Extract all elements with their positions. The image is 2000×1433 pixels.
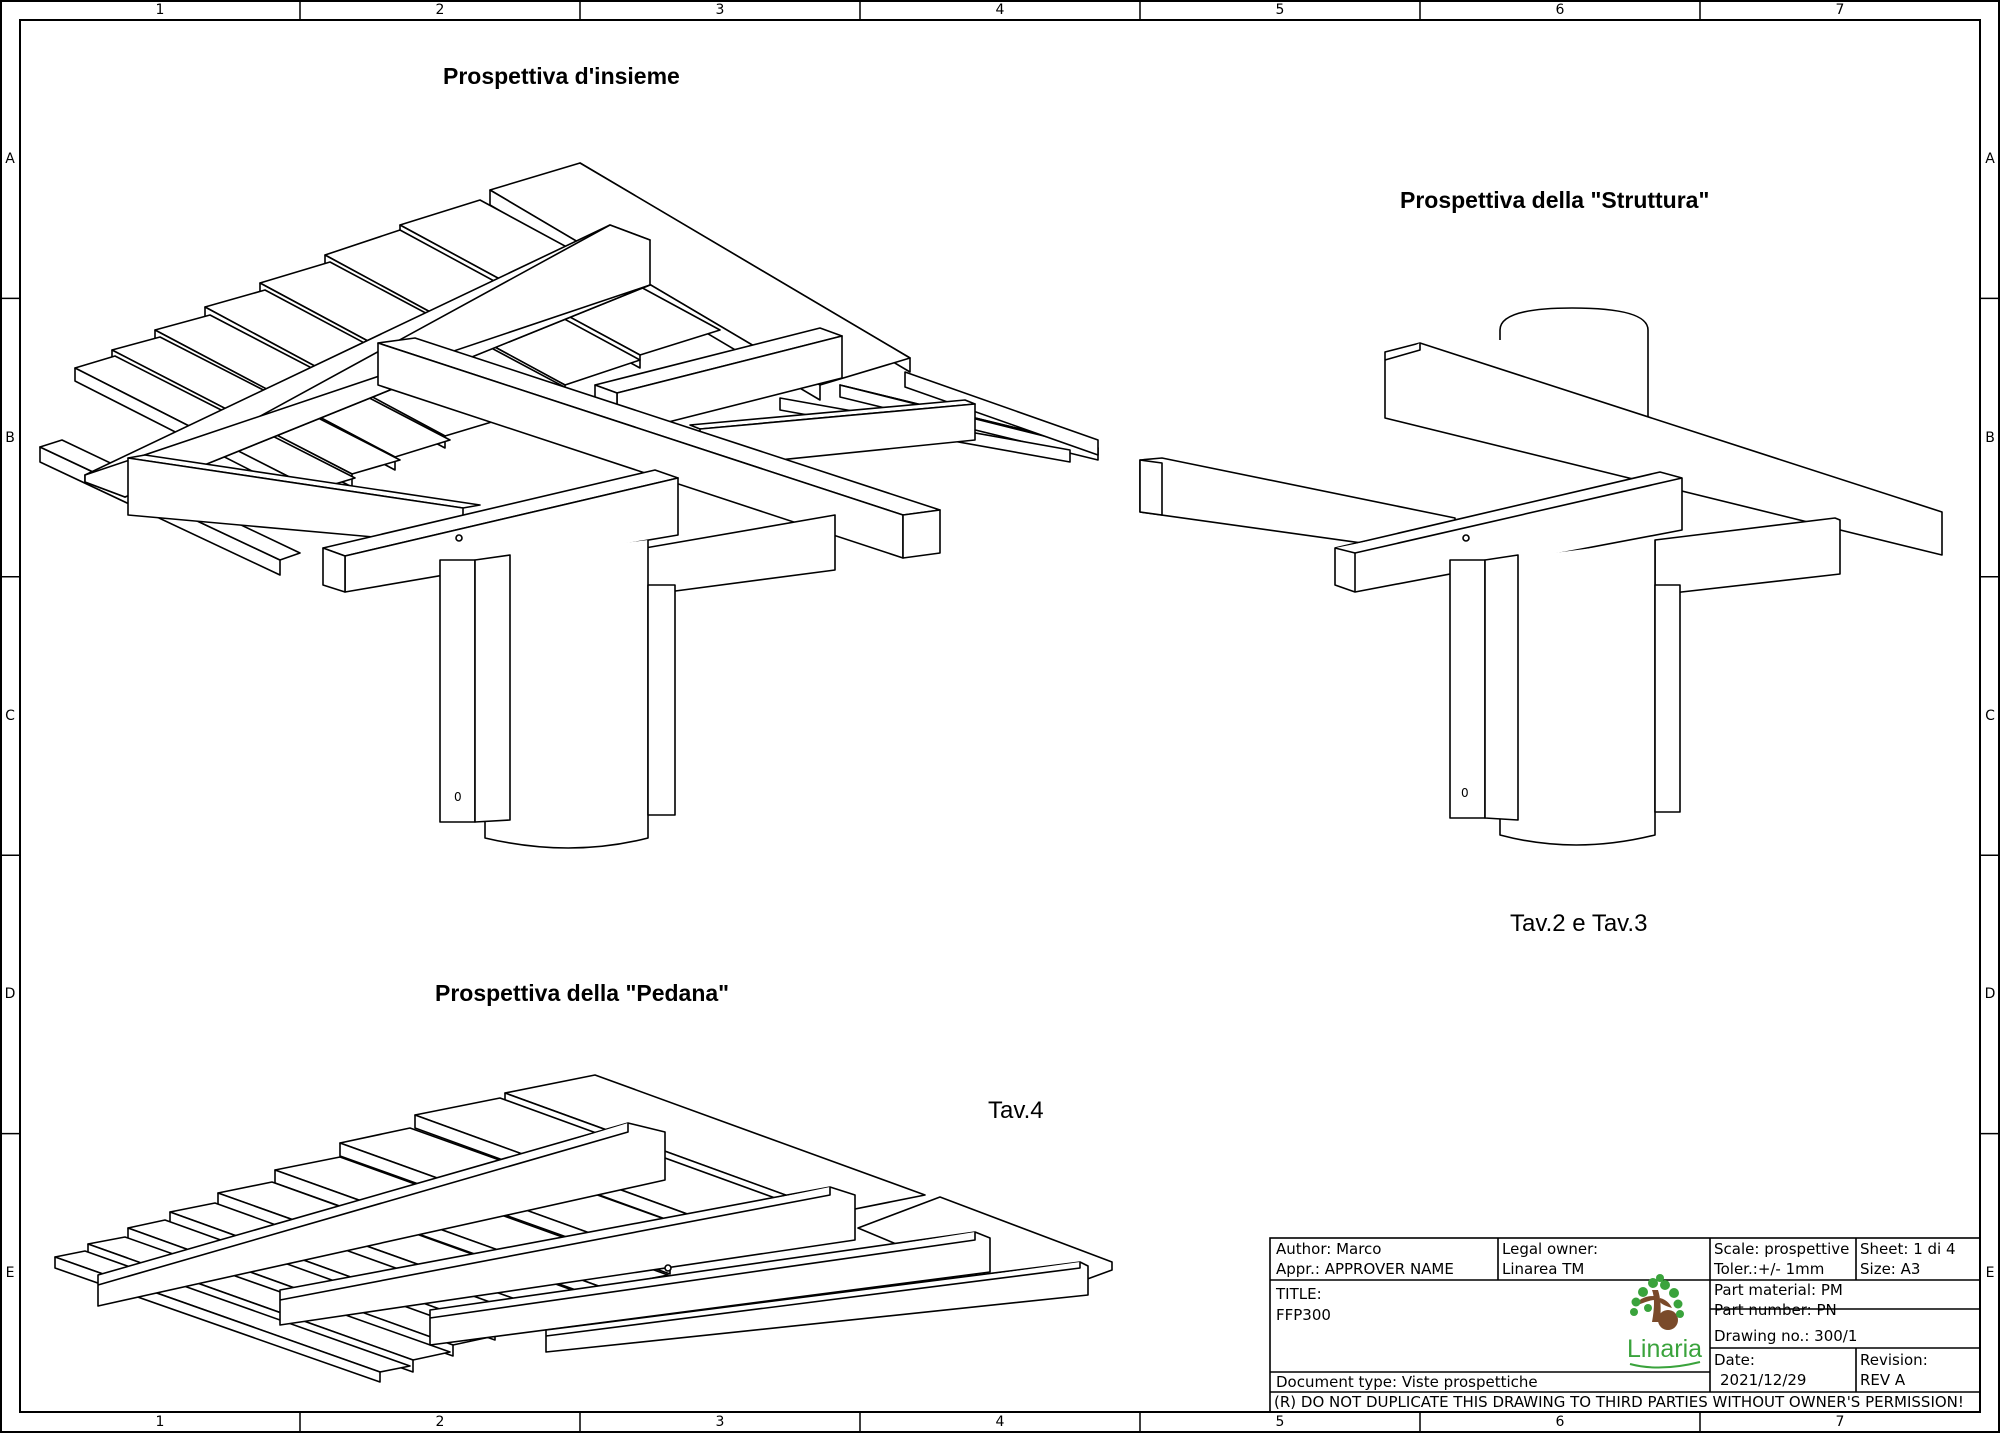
size-field: Size: A3 bbox=[1860, 1260, 1920, 1278]
structure-sheet-reference: Tav.2 e Tav.3 bbox=[1510, 910, 1648, 937]
date-label: Date: bbox=[1714, 1351, 1755, 1369]
structure-perspective-drawing: 0 bbox=[1139, 307, 1943, 846]
date-value: 2021/12/29 bbox=[1720, 1371, 1807, 1389]
author-field: Author: Marco bbox=[1276, 1240, 1381, 1258]
structure-hole-label: 0 bbox=[1461, 786, 1469, 800]
approver-label: Appr.: bbox=[1276, 1260, 1320, 1278]
column-label-bottom: 1 bbox=[155, 1414, 165, 1430]
row-label-left: B bbox=[5, 429, 15, 446]
row-label-right: A bbox=[1985, 151, 1995, 168]
title-label: TITLE: bbox=[1276, 1285, 1322, 1303]
column-label-top: 7 bbox=[1835, 2, 1845, 18]
platform-view-title: Prospettiva della "Pedana" bbox=[435, 980, 730, 1006]
scale-field: Scale: prospettive bbox=[1714, 1240, 1849, 1258]
column-label-bottom: 7 bbox=[1835, 1414, 1845, 1430]
size-label: Size: bbox=[1860, 1260, 1896, 1278]
part-material-value: PM bbox=[1820, 1281, 1843, 1299]
column-label-top: 6 bbox=[1555, 2, 1565, 18]
size-value: A3 bbox=[1900, 1260, 1921, 1278]
legal-owner-value: Linarea TM bbox=[1502, 1260, 1585, 1278]
column-label-top: 4 bbox=[995, 2, 1005, 18]
row-label-right: C bbox=[1985, 708, 1995, 724]
structure-view-title: Prospettiva della "Struttura" bbox=[1400, 187, 1710, 213]
part-number-value: PN bbox=[1816, 1301, 1837, 1319]
drawing-number-label: Drawing no.: bbox=[1714, 1327, 1810, 1345]
tolerance-value: +/- 1mm bbox=[1757, 1260, 1825, 1278]
column-label-top: 3 bbox=[715, 2, 725, 18]
part-number-label: Part number: bbox=[1714, 1301, 1812, 1319]
approver-value: APPROVER NAME bbox=[1324, 1260, 1454, 1278]
copyright-notice: (R) DO NOT DUPLICATE THIS DRAWING TO THI… bbox=[1274, 1393, 1964, 1411]
author-label: Author: bbox=[1276, 1240, 1332, 1258]
assembly-view-title: Prospettiva d'insieme bbox=[443, 63, 680, 89]
row-label-left: D bbox=[4, 986, 16, 1003]
platform-sheet-reference: Tav.4 bbox=[988, 1097, 1044, 1124]
column-label-bottom: 3 bbox=[715, 1414, 725, 1430]
column-label-bottom: 5 bbox=[1275, 1414, 1285, 1430]
column-label-bottom: 6 bbox=[1555, 1414, 1565, 1430]
platform-perspective-drawing bbox=[54, 1074, 1113, 1383]
legal-owner-label: Legal owner: bbox=[1502, 1240, 1599, 1258]
tolerance-label: Toler.: bbox=[1714, 1260, 1758, 1278]
document-type-label: Document type: bbox=[1276, 1373, 1398, 1391]
row-label-left: E bbox=[5, 1264, 15, 1281]
column-label-top: 2 bbox=[435, 2, 445, 18]
author-value: Marco bbox=[1336, 1240, 1382, 1258]
revision-label: Revision: bbox=[1860, 1351, 1928, 1369]
sheet-value: 1 di 4 bbox=[1913, 1240, 1956, 1258]
part-material-label: Part material: bbox=[1714, 1281, 1817, 1299]
linaria-logo-icon bbox=[1629, 1274, 1701, 1369]
scale-label: Scale: bbox=[1714, 1240, 1760, 1258]
drawing-number-field: Drawing no.: 300/1 bbox=[1714, 1327, 1857, 1345]
column-label-bottom: 4 bbox=[995, 1414, 1005, 1430]
assembly-hole-label: 0 bbox=[454, 790, 462, 804]
drawing-number-value: 300/1 bbox=[1814, 1327, 1858, 1345]
approver-field: Appr.: APPROVER NAME bbox=[1276, 1260, 1454, 1278]
row-divider-ticks bbox=[1, 297, 1999, 1135]
revision-value: REV A bbox=[1860, 1371, 1906, 1389]
column-label-top: 1 bbox=[155, 2, 165, 18]
row-label-left: A bbox=[5, 151, 15, 168]
title-value: FFP300 bbox=[1276, 1306, 1331, 1324]
title-block-grid bbox=[1269, 1237, 1981, 1413]
document-type-field: Document type: Viste prospettiche bbox=[1276, 1373, 1538, 1391]
row-label-right: B bbox=[1985, 429, 1995, 446]
row-label-right: D bbox=[1984, 986, 1996, 1003]
row-label-left: C bbox=[5, 708, 15, 724]
assembly-perspective-drawing: 0 bbox=[39, 162, 1099, 849]
sheet-field: Sheet: 1 di 4 bbox=[1860, 1240, 1956, 1258]
tolerance-field: Toler.:+/- 1mm bbox=[1714, 1260, 1824, 1278]
linaria-logo-text: Linaria bbox=[1627, 1335, 1703, 1363]
column-label-top: 5 bbox=[1275, 2, 1285, 18]
sheet-label: Sheet: bbox=[1860, 1240, 1909, 1258]
scale-value: prospettive bbox=[1764, 1240, 1850, 1258]
document-type-value: Viste prospettiche bbox=[1401, 1373, 1538, 1391]
part-number-field: Part number: PN bbox=[1714, 1301, 1837, 1319]
row-label-right: E bbox=[1985, 1264, 1995, 1281]
part-material-field: Part material: PM bbox=[1714, 1281, 1843, 1299]
column-divider-ticks bbox=[299, 1, 1701, 1432]
column-label-bottom: 2 bbox=[435, 1414, 445, 1430]
